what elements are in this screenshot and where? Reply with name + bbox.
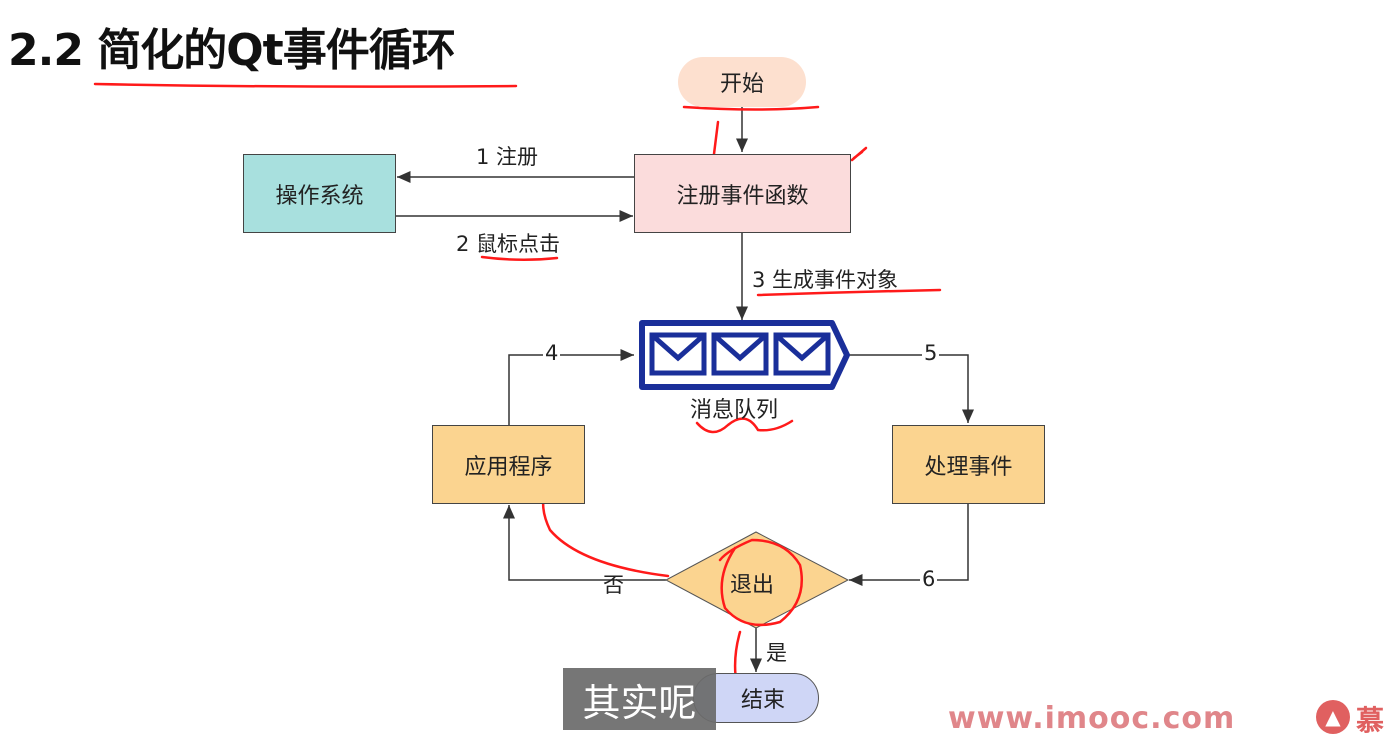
site-watermark: www.imooc.com: [948, 701, 1236, 736]
handle-node: 处理事件: [892, 425, 1045, 504]
os-node: 操作系统: [243, 154, 396, 233]
app-node: 应用程序: [432, 425, 585, 504]
arrow-handle-exit: [849, 503, 969, 586]
start-label: 开始: [719, 72, 764, 97]
register-node: 注册事件函数: [634, 154, 851, 233]
os-label: 操作系统: [275, 183, 364, 209]
video-subtitle: 其实呢: [563, 668, 716, 730]
edge-label-6: 6: [920, 567, 938, 591]
end-label: 结束: [740, 688, 785, 713]
start-tick: [712, 120, 720, 156]
page-title: 2.2 简化的Qt事件循环: [8, 25, 456, 76]
exit-label: 退出: [730, 573, 775, 598]
envelope-icon: [649, 332, 707, 376]
app-label: 应用程序: [464, 454, 553, 480]
edge-label-no: 否: [603, 573, 624, 597]
start-node: 开始: [678, 57, 806, 107]
title-underline: [93, 82, 518, 88]
edge-label-yes: 是: [766, 641, 787, 665]
edge-label-mouse-click: 2 鼠标点击: [456, 232, 561, 256]
pen-cursor-mark: [850, 146, 868, 162]
arrow-exit-app: [503, 505, 666, 581]
edge-label-register: 1 注册: [476, 145, 539, 169]
register-label: 注册事件函数: [676, 183, 809, 209]
exit-circle: [718, 538, 804, 627]
message-queue-shape: [639, 320, 850, 390]
logo-text: 慕: [1356, 704, 1385, 737]
handle-label: 处理事件: [924, 454, 1013, 480]
queue-squiggle: [695, 417, 794, 434]
exit-diamond: [664, 531, 850, 629]
edge-label-create-event: 3 生成事件对象: [752, 268, 899, 292]
edge-label-4: 4: [543, 341, 561, 365]
queue-label: 消息队列: [690, 398, 779, 423]
event-object-underline: [756, 288, 942, 297]
envelope-icon: [711, 332, 769, 376]
edge-label-5: 5: [922, 341, 940, 365]
start-underline: [682, 105, 820, 111]
envelope-icon: [773, 332, 831, 376]
click-underline: [480, 255, 559, 262]
arrow-app-queue: [508, 349, 634, 425]
arrow-queue-handle: [848, 354, 974, 423]
flame-logo-icon: ▲: [1316, 700, 1350, 734]
